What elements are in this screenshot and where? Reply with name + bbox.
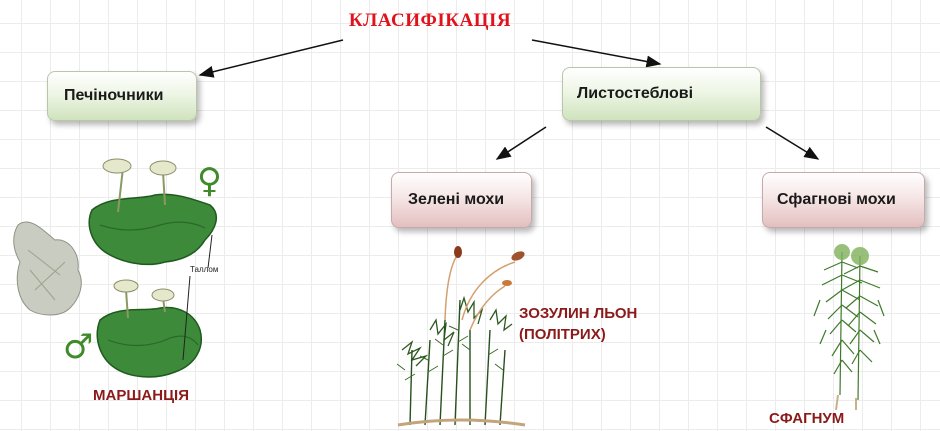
- male-symbol: ♂: [63, 327, 94, 367]
- marchantia-label: МАРШАНЦІЯ: [93, 387, 189, 404]
- arrow-to-liverworts: [198, 39, 344, 78]
- node-leafy-mosses: Листостеблові: [562, 67, 761, 121]
- polytrichum-label-line2: (ПОЛІТРИХ): [519, 326, 606, 343]
- polytrichum-label: ЗОЗУЛИН ЛЬОН (ПОЛІТРИХ): [519, 303, 637, 345]
- node-liverworts-label: Печіночники: [64, 87, 164, 104]
- female-symbol: ♀: [197, 161, 222, 201]
- node-green-mosses: Зелені мохи: [391, 172, 532, 228]
- node-leafy-label: Листостеблові: [577, 85, 694, 102]
- node-sphagnum-mosses: Сфагнові мохи: [762, 172, 925, 228]
- arrow-to-leafy: [531, 39, 662, 68]
- diagram-title: КЛАСИФІКАЦІЯ: [348, 10, 512, 31]
- arrow-to-sphagnum-mosses: [765, 126, 820, 160]
- node-green-mosses-label: Зелені мохи: [408, 191, 505, 208]
- arrow-to-green-mosses: [495, 126, 547, 160]
- node-sphagnum-mosses-label: Сфагнові мохи: [777, 191, 896, 208]
- sphagnum-label: СФАГНУМ: [769, 410, 845, 427]
- node-liverworts: Печіночники: [47, 71, 197, 121]
- polytrichum-label-line1: ЗОЗУЛИН ЛЬОН: [519, 305, 638, 322]
- thallus-label: Таллом: [190, 265, 219, 274]
